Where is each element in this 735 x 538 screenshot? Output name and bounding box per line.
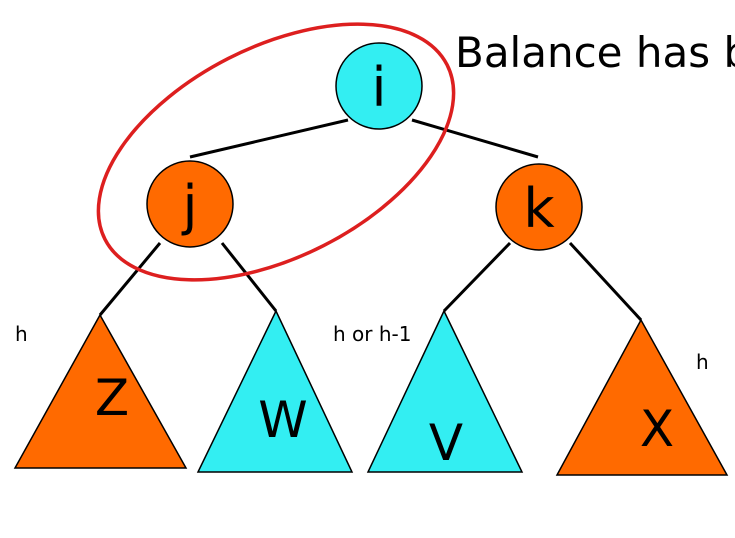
edge-i-j xyxy=(189,118,349,159)
subtree-z-label: Z xyxy=(95,369,129,427)
edge-j-w xyxy=(220,242,278,312)
node-k-circle xyxy=(495,163,583,251)
edge-k-v xyxy=(442,241,512,313)
subtree-triangles xyxy=(13,309,729,476)
edge-j-z xyxy=(98,242,162,316)
node-i-label: i xyxy=(371,56,386,119)
subtree-w-label: W xyxy=(258,391,307,449)
node-k-label: k xyxy=(523,177,555,240)
height-label-v: h or h-1 xyxy=(333,322,411,346)
rotation-highlight-ellipse xyxy=(96,22,456,282)
subtree-v-triangle xyxy=(366,309,524,473)
subtree-x-label: X xyxy=(640,400,674,458)
tree-edges xyxy=(98,118,643,322)
height-label-z: h xyxy=(15,322,28,346)
height-label-x: h xyxy=(696,350,709,374)
slide-title: Balance has b xyxy=(455,28,735,77)
node-j-label: j xyxy=(181,174,197,237)
subtree-z-triangle xyxy=(13,313,188,469)
subtree-w-triangle xyxy=(196,309,354,473)
node-i-circle xyxy=(335,42,423,130)
edge-k-x xyxy=(568,241,643,322)
subtree-v-label: V xyxy=(429,414,463,472)
subtree-x-triangle xyxy=(555,318,729,476)
node-j-circle xyxy=(146,160,234,248)
edge-i-k xyxy=(411,118,539,159)
